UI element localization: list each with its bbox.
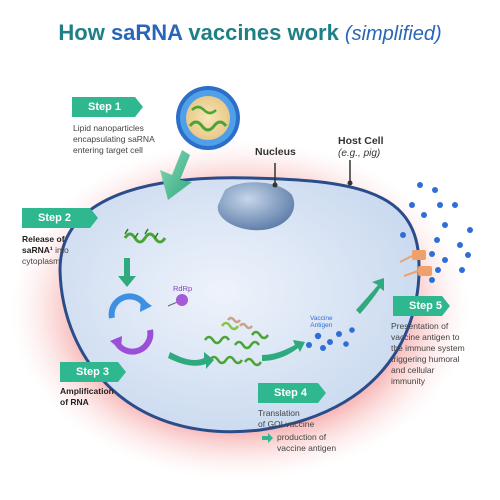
released-sarna-bases bbox=[124, 228, 159, 239]
title-suffix: (simplified) bbox=[344, 23, 442, 45]
host-cell-example: (e.g., pig) bbox=[338, 148, 381, 159]
step3-text: Amplification of RNA bbox=[60, 386, 114, 407]
step1-text: Lipid nanoparticles encapsulating saRNA … bbox=[73, 123, 155, 155]
step4-banner bbox=[258, 383, 326, 403]
vaccine-antigen-label: Vaccine Antigen bbox=[310, 315, 333, 329]
step5-banner bbox=[393, 296, 450, 316]
host-cell-membrane bbox=[58, 176, 421, 434]
step3-banner bbox=[60, 362, 126, 382]
entry-arrow bbox=[160, 150, 192, 200]
step4-label: Step 4 bbox=[274, 387, 308, 399]
step2-text: Release of saRNA¹ into cytoplasm bbox=[22, 234, 69, 266]
step4-text: Translation of GOI vaccine bbox=[258, 408, 315, 429]
nucleus-pointer-dot bbox=[272, 182, 278, 188]
amplified-rna-cluster bbox=[203, 316, 270, 367]
antigen-inside bbox=[306, 327, 355, 351]
title-highlight: saRNA bbox=[110, 20, 183, 45]
rdrp-molecule bbox=[176, 294, 188, 306]
step2-label: Step 2 bbox=[38, 212, 72, 224]
nucleus-label: Nucleus bbox=[255, 146, 296, 158]
step2-banner bbox=[22, 208, 98, 228]
translation-arrow bbox=[262, 340, 305, 361]
step4-bullet-text: production of vaccine antigen bbox=[277, 432, 337, 453]
title-rest: vaccines work bbox=[182, 20, 345, 45]
released-sarna bbox=[123, 232, 167, 244]
host-cell-label: Host Cell bbox=[338, 135, 384, 147]
rdrp-label: RdRp bbox=[173, 284, 193, 293]
step3-label: Step 3 bbox=[76, 366, 110, 378]
step1-label: Step 1 bbox=[88, 101, 122, 113]
cycle-arrowhead-purple bbox=[110, 336, 122, 350]
title-prefix: How bbox=[58, 20, 111, 45]
to-rna-arrow bbox=[168, 352, 214, 369]
step1-banner bbox=[72, 97, 143, 117]
page-title: How saRNA vaccines work (simplified) bbox=[0, 20, 500, 46]
bullet-arrow-icon bbox=[262, 433, 273, 443]
nucleus-shape bbox=[217, 182, 295, 231]
antigen-outside bbox=[400, 182, 473, 283]
step5-label: Step 5 bbox=[409, 300, 443, 312]
cycle-arrowhead-blue bbox=[140, 298, 152, 312]
secretion-arrow bbox=[356, 278, 384, 314]
lipid-nanoparticle bbox=[176, 86, 240, 150]
host-cell-pointer-dot bbox=[347, 180, 353, 186]
down-arrow bbox=[118, 258, 136, 287]
membrane-antigen-complex bbox=[399, 250, 441, 277]
step5-text: Presentation of vaccine antigen to the i… bbox=[391, 321, 465, 386]
